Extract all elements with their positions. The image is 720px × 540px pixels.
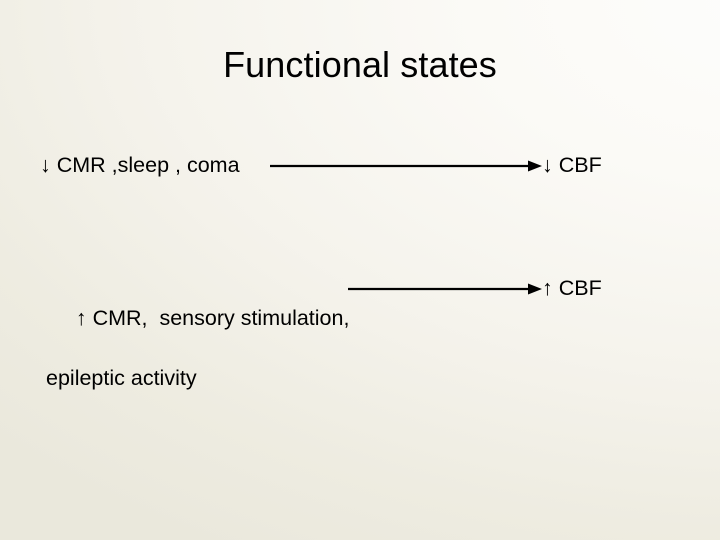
effect-label-2: ↑ CBF <box>542 276 602 300</box>
right-arrow-icon <box>348 283 542 295</box>
flow-arrow-1 <box>270 156 542 176</box>
cause-label-2-line1: ↑ CMR, sensory stimulation, <box>75 306 350 330</box>
cause-label-2-line2: epileptic activity <box>46 366 197 390</box>
cause-label-1: ↓ CMR ,sleep , coma <box>40 153 240 177</box>
cause-label-2: ↑ CMR, sensory stimulation, epileptic ac… <box>40 273 349 453</box>
right-arrow-icon <box>270 160 542 172</box>
page-title: Functional states <box>223 44 497 85</box>
effect-label-1: ↓ CBF <box>542 153 602 177</box>
flow-arrow-2 <box>348 279 542 299</box>
